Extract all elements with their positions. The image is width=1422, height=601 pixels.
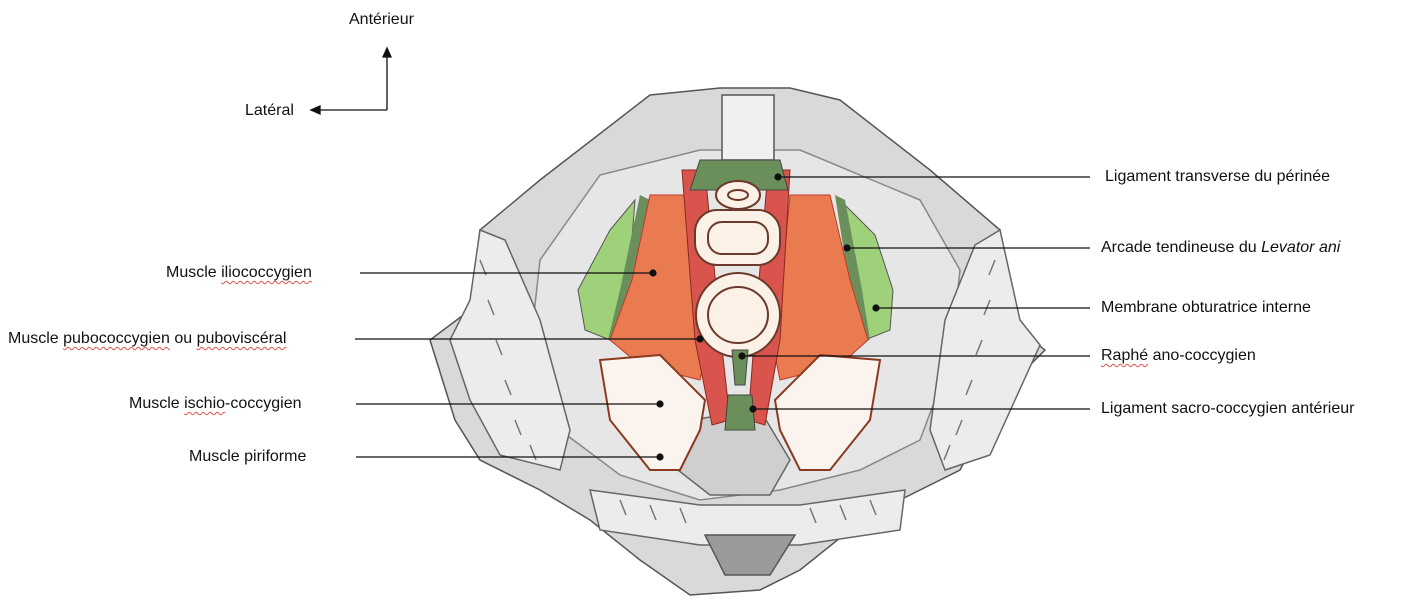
label-raphe-suffix: ano-coccygien: [1148, 347, 1256, 364]
label-iliococcygien: Muscle iliococcygien: [166, 263, 312, 283]
label-ischio-suffix: -coccygien: [225, 395, 301, 412]
label-ischio-term: ischio: [184, 395, 225, 412]
label-pubococcygien-middle: ou: [170, 330, 197, 347]
label-arcade-prefix: Arcade tendineuse du: [1101, 239, 1261, 256]
label-ischio-coccygien: Muscle ischio-coccygien: [129, 394, 302, 414]
label-pubococcygien-prefix: Muscle: [8, 330, 63, 347]
anterior-label: Antérieur: [349, 10, 414, 30]
label-membrane-obturatrice: Membrane obturatrice interne: [1101, 298, 1311, 318]
label-piriforme: Muscle piriforme: [189, 447, 306, 467]
label-pubococcygien-term: pubococcygien: [63, 330, 170, 347]
label-ligament-transverse: Ligament transverse du périnée: [1105, 167, 1330, 187]
lateral-label: Latéral: [245, 101, 294, 121]
label-pubococcygien: Muscle pubococcygien ou puboviscéral: [8, 329, 286, 349]
label-iliococcygien-prefix: Muscle: [166, 264, 221, 281]
label-ligament-sacro: Ligament sacro-coccygien antérieur: [1101, 399, 1354, 419]
label-arcade-tendineuse: Arcade tendineuse du Levator ani: [1101, 238, 1340, 258]
label-ischio-prefix: Muscle: [129, 395, 184, 412]
label-raphe-term: Raphé: [1101, 347, 1148, 364]
label-arcade-italic: Levator ani: [1261, 239, 1340, 256]
orientation-arrows: [311, 48, 391, 114]
label-puboviscéral-term: puboviscéral: [197, 330, 287, 347]
sacrococcygeal-ligament: [725, 395, 755, 430]
label-raphe: Raphé ano-coccygien: [1101, 346, 1256, 366]
label-iliococcygien-term: iliococcygien: [221, 264, 312, 281]
